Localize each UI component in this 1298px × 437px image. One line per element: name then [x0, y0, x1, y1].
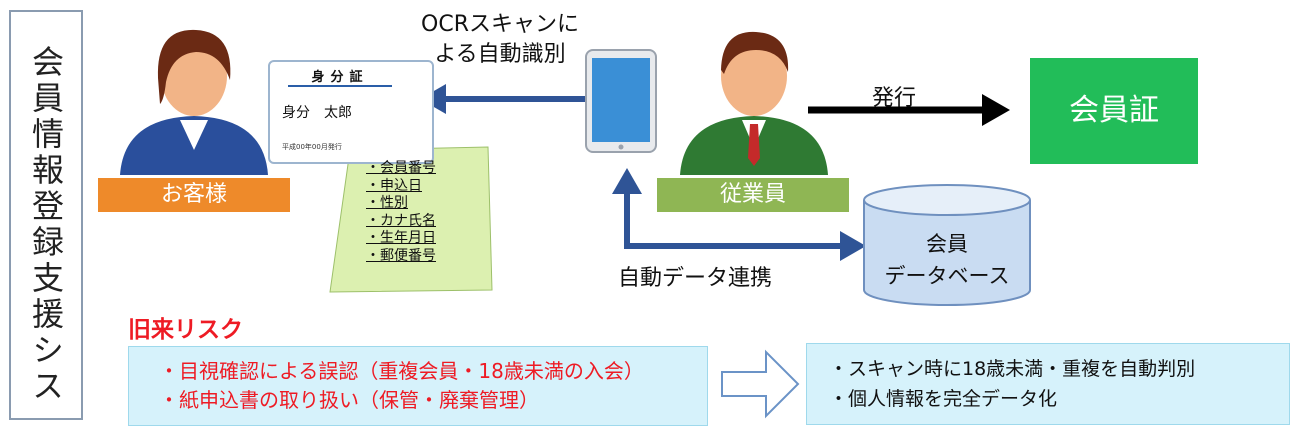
database-label: 会員 データベース — [870, 228, 1024, 292]
id-card-title: 身分証 — [288, 66, 392, 87]
solution-item: ・個人情報を完全データ化 — [829, 388, 1058, 410]
staff-label: 従業員 — [657, 178, 849, 212]
solution-box: ・スキャン時に18歳未満・重複を自動判別 ・個人情報を完全データ化 — [806, 343, 1290, 425]
database-label-line2: データベース — [884, 264, 1010, 288]
tablet-icon — [585, 49, 657, 153]
id-card: 身分証 身分 太郎 平成00年00月発行 — [268, 60, 434, 164]
system-title-frame: 会員情報登録支援システム — [9, 10, 83, 420]
memo-item: ・性別 — [366, 195, 408, 211]
database-label-line1: 会員 — [926, 232, 968, 256]
ocr-arrow — [420, 84, 590, 114]
risk-title: 旧来リスク — [128, 317, 243, 343]
system-title: 会員情報登録支援システム — [27, 45, 65, 405]
issue-caption: 発行 — [872, 86, 917, 111]
memo-list: ・会員番号 ・申込日 ・性別 ・カナ氏名 ・生年月日 ・郵便番号 — [366, 160, 436, 265]
memo-item: ・カナ氏名 — [366, 212, 436, 229]
risk-item: ・目視確認による誤認（重複会員・18歳未満の入会） — [159, 359, 644, 383]
memo-item: ・申込日 — [366, 177, 422, 194]
improvement-arrow — [721, 349, 800, 419]
staff-icon — [680, 31, 828, 175]
member-card-box: 会員証 — [1030, 58, 1198, 164]
memo-item: ・郵便番号 — [366, 247, 436, 264]
ocr-caption-line2: よる自動識別 — [434, 42, 566, 67]
memo-item: ・生年月日 — [366, 230, 436, 246]
issue-arrow — [808, 94, 1010, 126]
ocr-caption: OCRスキャンに よる自動識別 — [415, 10, 585, 70]
sync-arrow — [612, 168, 866, 261]
solution-item: ・スキャン時に18歳未満・重複を自動判別 — [829, 358, 1196, 380]
database-cylinder — [863, 184, 1031, 306]
id-card-issued: 平成00年00月発行 — [282, 143, 342, 151]
customer-icon — [120, 29, 268, 175]
customer-label: お客様 — [98, 178, 290, 212]
ocr-caption-line1: OCRスキャンに — [421, 12, 579, 37]
memo-item: ・会員番号 — [366, 160, 436, 176]
risk-box: ・目視確認による誤認（重複会員・18歳未満の入会） ・紙申込書の取り扱い（保管・… — [128, 346, 708, 426]
risk-item: ・紙申込書の取り扱い（保管・廃棄管理） — [159, 388, 539, 412]
sync-caption: 自動データ連携 — [618, 266, 773, 291]
memo-paper — [329, 146, 493, 293]
id-card-name: 身分 太郎 — [282, 105, 352, 121]
